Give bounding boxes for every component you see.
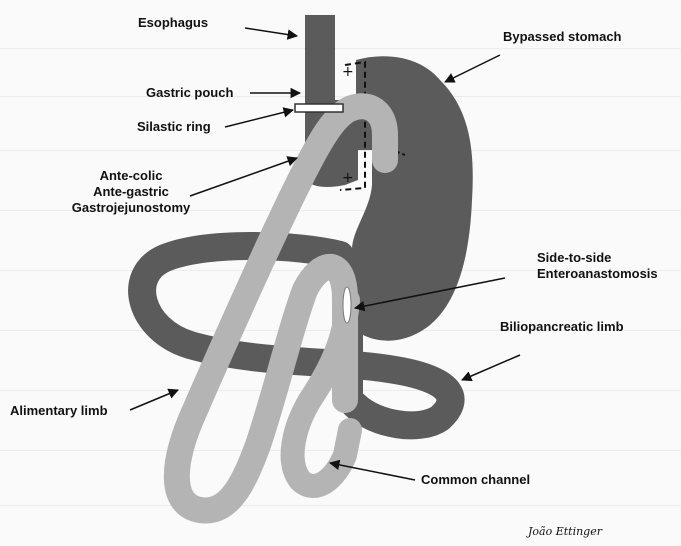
arrow-esophagus: [245, 28, 297, 36]
label-bypassed-stomach: Bypassed stomach: [503, 29, 622, 45]
signature: João Ettinger: [528, 525, 602, 538]
label-gastrojejunostomy-line1: Ante-colic: [66, 168, 196, 184]
label-enteroanastomosis-line2: Enteroanastomosis: [537, 266, 658, 282]
silastic-ring: [295, 104, 343, 112]
label-alimentary-limb: Alimentary limb: [10, 403, 108, 419]
label-silastic-ring: Silastic ring: [137, 119, 211, 135]
plus-mark: +: [342, 64, 354, 80]
label-esophagus: Esophagus: [138, 15, 208, 31]
plus-mark: +: [342, 170, 354, 186]
label-gastrojejunostomy-line3: Gastrojejunostomy: [66, 200, 196, 216]
enteroanastomosis-slit: [343, 287, 351, 323]
arrow-alimentary-limb: [130, 390, 178, 410]
arrow-silastic-ring: [225, 110, 293, 127]
label-enteroanastomosis: Side-to-side Enteroanastomosis: [537, 250, 658, 282]
label-common-channel: Common channel: [421, 472, 530, 488]
label-gastric-pouch: Gastric pouch: [146, 85, 233, 101]
arrow-biliopancreatic-limb: [462, 355, 520, 380]
label-gastrojejunostomy: Ante-colic Ante-gastric Gastrojejunostom…: [66, 168, 196, 216]
arrow-bypassed-stomach: [445, 55, 500, 82]
label-enteroanastomosis-line1: Side-to-side: [537, 250, 658, 266]
label-biliopancreatic-limb: Biliopancreatic limb: [500, 319, 624, 335]
label-gastrojejunostomy-line2: Ante-gastric: [66, 184, 196, 200]
